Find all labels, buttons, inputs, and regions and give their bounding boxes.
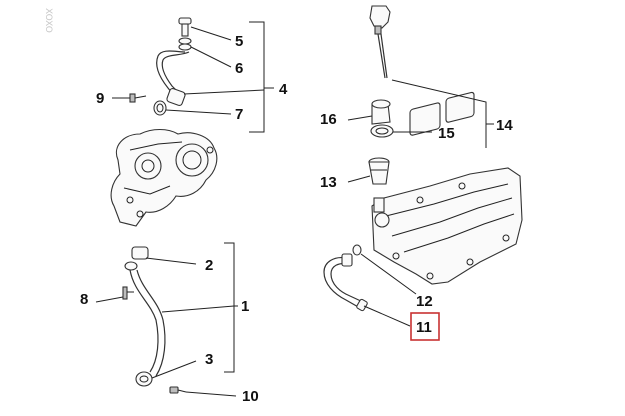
callout-3: 3: [205, 351, 213, 368]
callout-15: 15: [438, 125, 455, 142]
leader-2: [145, 257, 197, 265]
leader-16: [347, 115, 373, 121]
group-bracket-4: [249, 21, 265, 133]
leader-8: [95, 296, 124, 303]
oil-return-pipe-part: [129, 269, 159, 373]
dipstick-part: [369, 5, 391, 79]
stud-part: [122, 286, 134, 300]
flange-bolt-part: [169, 386, 187, 394]
callout-5: 5: [235, 33, 243, 50]
sealing-washer-part: [178, 37, 192, 45]
leader-4: [183, 89, 265, 95]
leader-11: [363, 305, 411, 327]
banjo-bolt-part: [178, 17, 192, 37]
leader-1: [161, 305, 235, 313]
leader-5: [190, 26, 232, 41]
breather-hose-part: [323, 253, 368, 312]
dipstick-guide-tube-part: [368, 157, 390, 185]
group-bracket-14: [391, 79, 487, 148]
oil-return-pipe-group: [122, 246, 187, 394]
callout-8: 8: [80, 291, 88, 308]
callout-16: 16: [320, 111, 337, 128]
highlight-box-11: [410, 312, 440, 341]
pipe-gasket-bottom-part: [135, 371, 153, 387]
callout-7: 7: [235, 106, 243, 123]
leader-12: [360, 253, 417, 295]
cylinder-head-cover-part: [371, 91, 523, 285]
pipe-union-part: [166, 87, 186, 107]
leader-10: [185, 391, 237, 397]
turbocharger-part: [110, 128, 218, 227]
oil-feed-pipe-group: [129, 17, 192, 116]
callout-2: 2: [205, 257, 213, 274]
small-bolt-part: [129, 93, 147, 103]
leader-3: [151, 360, 197, 379]
oil-feed-pipe-part: [156, 50, 186, 99]
callout-14: 14: [496, 117, 513, 134]
leader-7: [165, 109, 232, 115]
leader-13: [347, 175, 371, 183]
callout-6: 6: [235, 60, 243, 77]
leader-6: [190, 46, 232, 68]
dipstick-grommet-part: [371, 99, 391, 125]
callout-11: 11: [416, 319, 432, 336]
callout-9: 9: [96, 90, 104, 107]
callout-12: 12: [416, 293, 433, 310]
callout-4: 4: [279, 81, 288, 98]
pipe-union-top-part: [131, 246, 149, 260]
sealing-ring-part: [370, 124, 394, 138]
watermark-text: XOXO: [43, 8, 53, 33]
callout-1: 1: [241, 298, 249, 315]
group-bracket-1: [224, 242, 235, 373]
callout-13: 13: [320, 174, 337, 191]
hose-clip-part: [352, 244, 362, 256]
callout-10: 10: [242, 388, 259, 405]
o-ring-part: [153, 100, 167, 116]
